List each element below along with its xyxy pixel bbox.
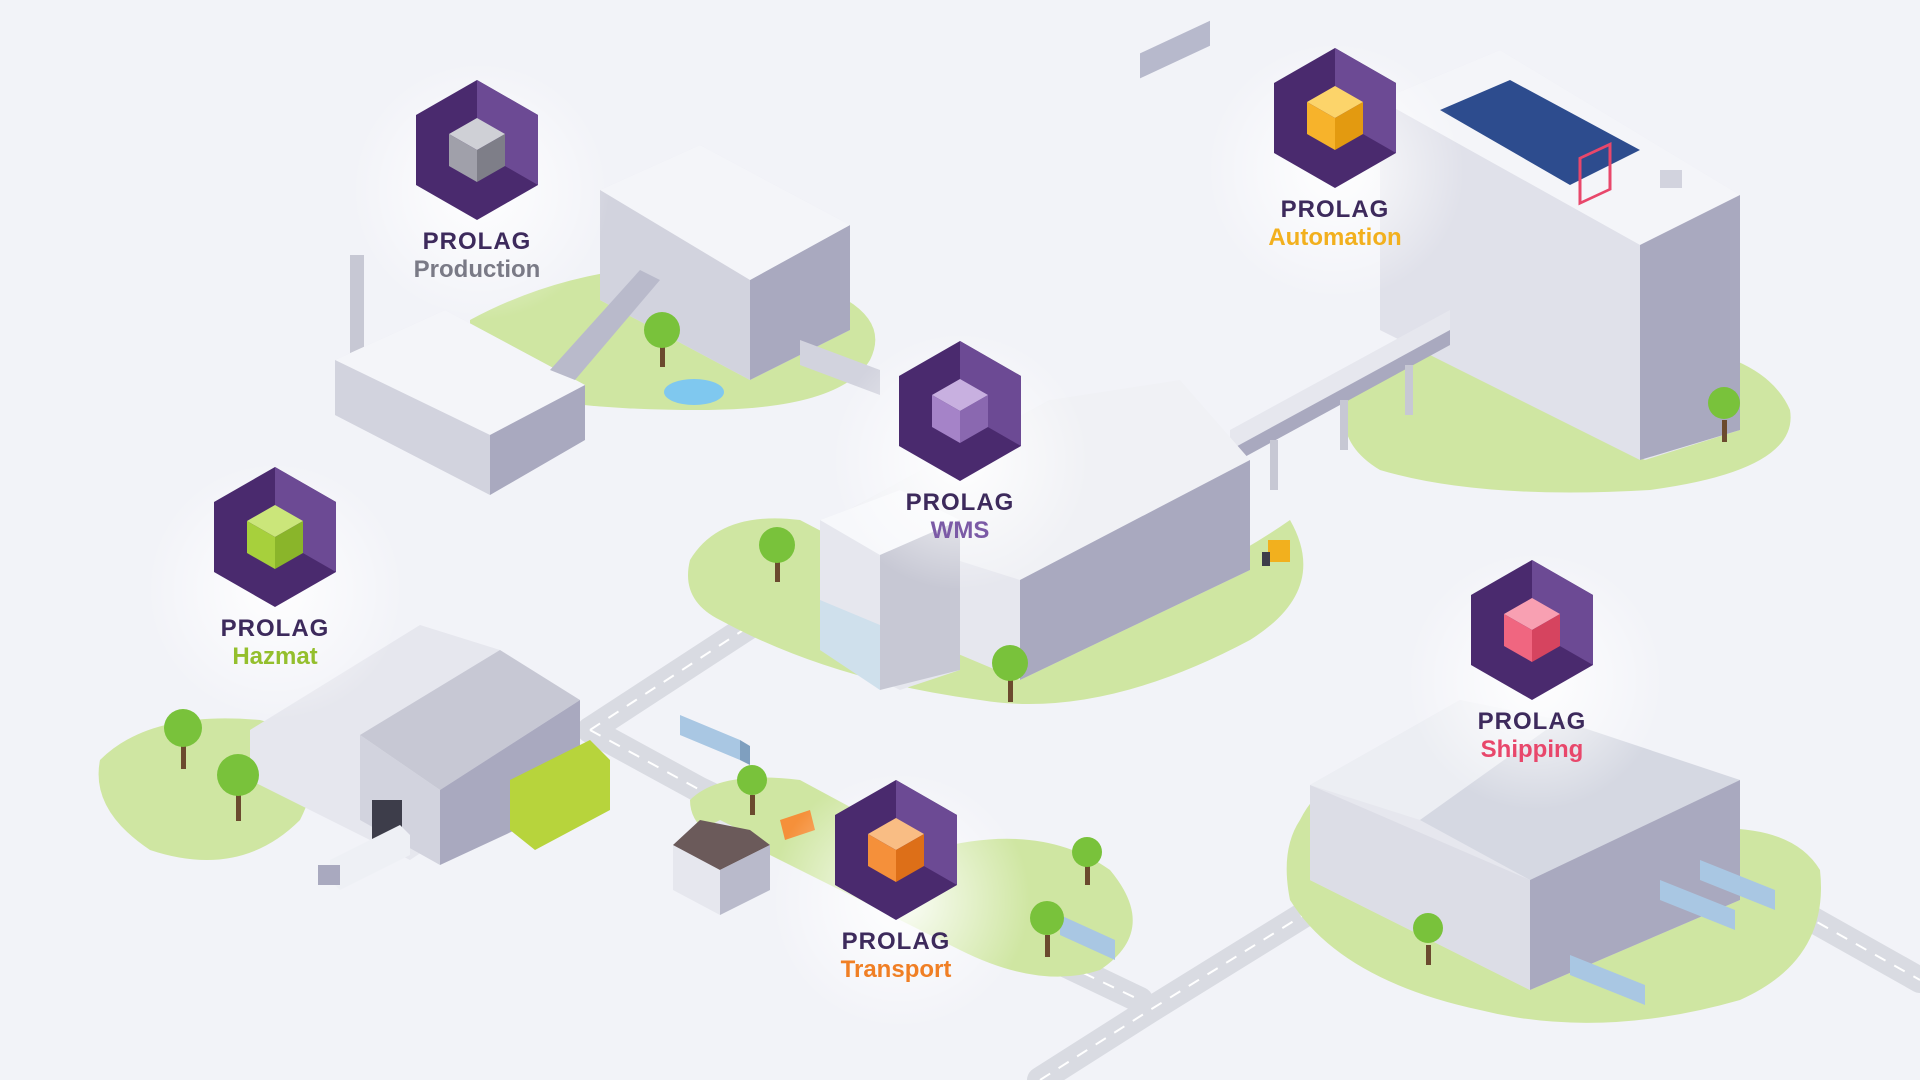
module-shipping[interactable]: PROLAG Shipping [1422, 558, 1642, 764]
truck [1060, 915, 1115, 960]
module-automation[interactable]: PROLAG Automation [1225, 46, 1445, 252]
trees [164, 312, 1740, 965]
tree-icon [1413, 913, 1443, 965]
module-wms[interactable]: PROLAG WMS [850, 339, 1070, 545]
module-hazmat[interactable]: PROLAG Hazmat [165, 465, 385, 671]
module-brand: PROLAG [220, 615, 330, 642]
tree-icon [759, 527, 795, 582]
truck [318, 825, 410, 890]
tree-icon [737, 765, 767, 815]
module-brand: PROLAG [905, 489, 1015, 516]
forklift [1262, 540, 1290, 566]
hexagon-cube-icon [899, 341, 1021, 481]
module-brand: PROLAG [422, 228, 532, 255]
module-production[interactable]: PROLAG Production [367, 78, 587, 284]
module-name: Shipping [1480, 736, 1584, 763]
module-transport[interactable]: PROLAG Transport [786, 778, 1006, 984]
truck [680, 715, 750, 765]
hexagon-cube-icon [1274, 48, 1396, 188]
hexagon-cube-icon [1471, 560, 1593, 700]
module-name: WMS [930, 517, 990, 544]
truck [1570, 860, 1775, 1005]
module-name: Transport [840, 956, 952, 983]
hazmat-warehouse [250, 625, 610, 890]
module-brand: PROLAG [841, 928, 951, 955]
tree-icon [992, 645, 1028, 702]
pallet-stack [1140, 20, 1210, 79]
automated-warehouse [1230, 50, 1740, 490]
hexagon-cube-icon [214, 467, 336, 607]
hexagon-cube-icon [416, 80, 538, 220]
factory-building [335, 145, 880, 495]
module-name: Production [413, 256, 541, 283]
module-brand: PROLAG [1280, 196, 1390, 223]
small-office-building [673, 820, 770, 915]
module-name: Hazmat [232, 643, 318, 670]
tree-icon [1072, 837, 1102, 885]
module-name: Automation [1268, 224, 1402, 251]
tree-icon [644, 312, 680, 367]
tree-icon [164, 709, 202, 769]
module-brand: PROLAG [1477, 708, 1587, 735]
tree-icon [1030, 901, 1064, 957]
hexagon-cube-icon [835, 780, 957, 920]
tree-icon [217, 754, 259, 821]
tree-icon [1708, 387, 1740, 442]
